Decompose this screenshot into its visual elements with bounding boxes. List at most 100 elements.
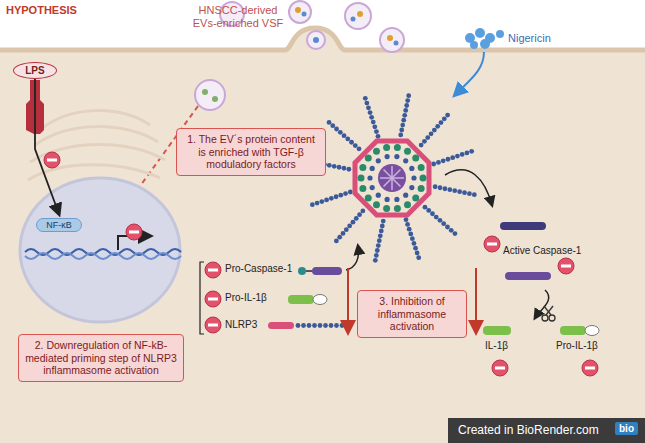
dna — [25, 249, 181, 255]
asc-dot — [385, 197, 390, 202]
lrr-dot — [381, 219, 386, 224]
node-text: LPS — [14, 65, 56, 76]
lrr-dot — [369, 115, 374, 120]
asc-dot — [404, 201, 411, 208]
cell-membrane — [0, 28, 645, 50]
lrr-dot — [366, 105, 371, 110]
nlrp3-icon — [268, 322, 294, 329]
inhibitor-symbol — [205, 317, 221, 333]
nigericin-molecules — [465, 28, 504, 49]
core-line — [392, 178, 400, 186]
lrr-dot — [443, 186, 448, 191]
lrr-dot — [404, 217, 409, 222]
lrr-dot — [348, 190, 353, 195]
hypothesis-box: 3. Inhibition of inflammasome activation — [357, 290, 467, 338]
lrr-dot — [332, 164, 337, 169]
inhibitor-bar — [208, 324, 218, 327]
lrr-dot — [371, 120, 376, 125]
lrr-dot — [419, 143, 424, 148]
inhibitor-symbol — [558, 258, 574, 274]
protein-label: Pro-IL-1β — [556, 340, 598, 351]
lrr-dot — [416, 255, 421, 260]
core-line — [392, 177, 404, 179]
asc-dot — [411, 175, 416, 180]
protein-label: Pro-IL-1β — [225, 292, 267, 303]
asc-dot — [394, 154, 399, 159]
internal-vesicle — [195, 80, 225, 110]
lrr-dot — [351, 220, 356, 225]
lrr-dot — [405, 98, 410, 103]
inhibitor-symbol — [484, 236, 500, 252]
asc-dot — [403, 158, 408, 163]
lrr-dot — [404, 103, 409, 108]
lrr-dot — [431, 162, 436, 167]
lrr-dot — [374, 129, 379, 134]
lrr-dot — [460, 152, 465, 157]
drug-label: Nigericin — [508, 32, 551, 44]
watermark-logo: bio — [615, 422, 638, 435]
lrr-dot — [360, 209, 365, 214]
lrr-dot — [334, 323, 339, 328]
asc-dot — [358, 175, 365, 182]
lrr-dot — [338, 193, 343, 198]
lrr-dot — [375, 248, 380, 253]
protein-label: NLRP3 — [225, 319, 257, 330]
asc-dot — [385, 154, 390, 159]
lrr-dot — [449, 228, 454, 233]
protein-label: Active Caspase-1 — [503, 245, 581, 256]
inhibitor-symbol — [126, 224, 142, 240]
lrr-dot — [345, 137, 350, 142]
lrr-dot — [457, 189, 462, 194]
lrr-dot — [338, 130, 343, 135]
inhibitor-bar — [208, 269, 218, 272]
vesicle-label: HNSCC-derived EVs-enriched VSF — [186, 4, 290, 30]
lrr-dot — [377, 238, 382, 243]
lrr-dot — [334, 239, 339, 244]
lrr-dot — [353, 143, 358, 148]
lrr-dot — [434, 215, 439, 220]
lrr-dot — [374, 253, 379, 258]
asc-dot — [418, 185, 425, 192]
protein-label: IL-1β — [485, 340, 508, 351]
core-line — [391, 178, 393, 190]
asc-dot — [370, 185, 375, 190]
lrr-dot — [329, 323, 334, 328]
lrr-dot — [329, 196, 334, 201]
lrr-dot — [426, 208, 431, 213]
lrr-dot — [342, 133, 347, 138]
asc-dot — [412, 155, 419, 162]
lrr-dot — [407, 227, 412, 232]
lrr-dot — [402, 113, 407, 118]
asc-dot — [376, 193, 381, 198]
lrr-dot — [337, 165, 342, 170]
pro-il1b-icon — [288, 295, 327, 305]
lrr-dot — [347, 224, 352, 229]
caspase-subunit — [500, 222, 546, 230]
lrr-dot — [364, 101, 369, 106]
lrr-dot — [376, 134, 381, 139]
nucleus — [20, 178, 180, 322]
lrr-dot — [363, 96, 368, 101]
lrr-dot — [429, 131, 434, 136]
lrr-dot — [445, 113, 450, 118]
lrr-dot — [378, 233, 383, 238]
lrr-dot — [342, 166, 347, 171]
asc-dot — [412, 194, 419, 201]
protein-label: Pro-Caspase-1 — [225, 263, 292, 274]
asc-dot — [370, 166, 375, 171]
lrr-dot — [368, 110, 373, 115]
lrr-dot — [447, 187, 452, 192]
lrr-dot — [422, 139, 427, 144]
asc-dot — [373, 201, 380, 208]
inhibitor-bar — [585, 367, 595, 370]
asc-dot — [404, 148, 411, 155]
lrr-dot — [344, 227, 349, 232]
asc-dot — [394, 197, 399, 202]
asc-dot — [394, 144, 401, 151]
pro-il1b-icon — [560, 326, 599, 336]
endoplasmic-reticulum — [28, 111, 165, 180]
transcription-factor: NF-κB — [36, 218, 82, 232]
lrr-dot — [425, 135, 430, 140]
lrr-dot — [436, 160, 441, 165]
decrease-arrow — [475, 268, 477, 332]
